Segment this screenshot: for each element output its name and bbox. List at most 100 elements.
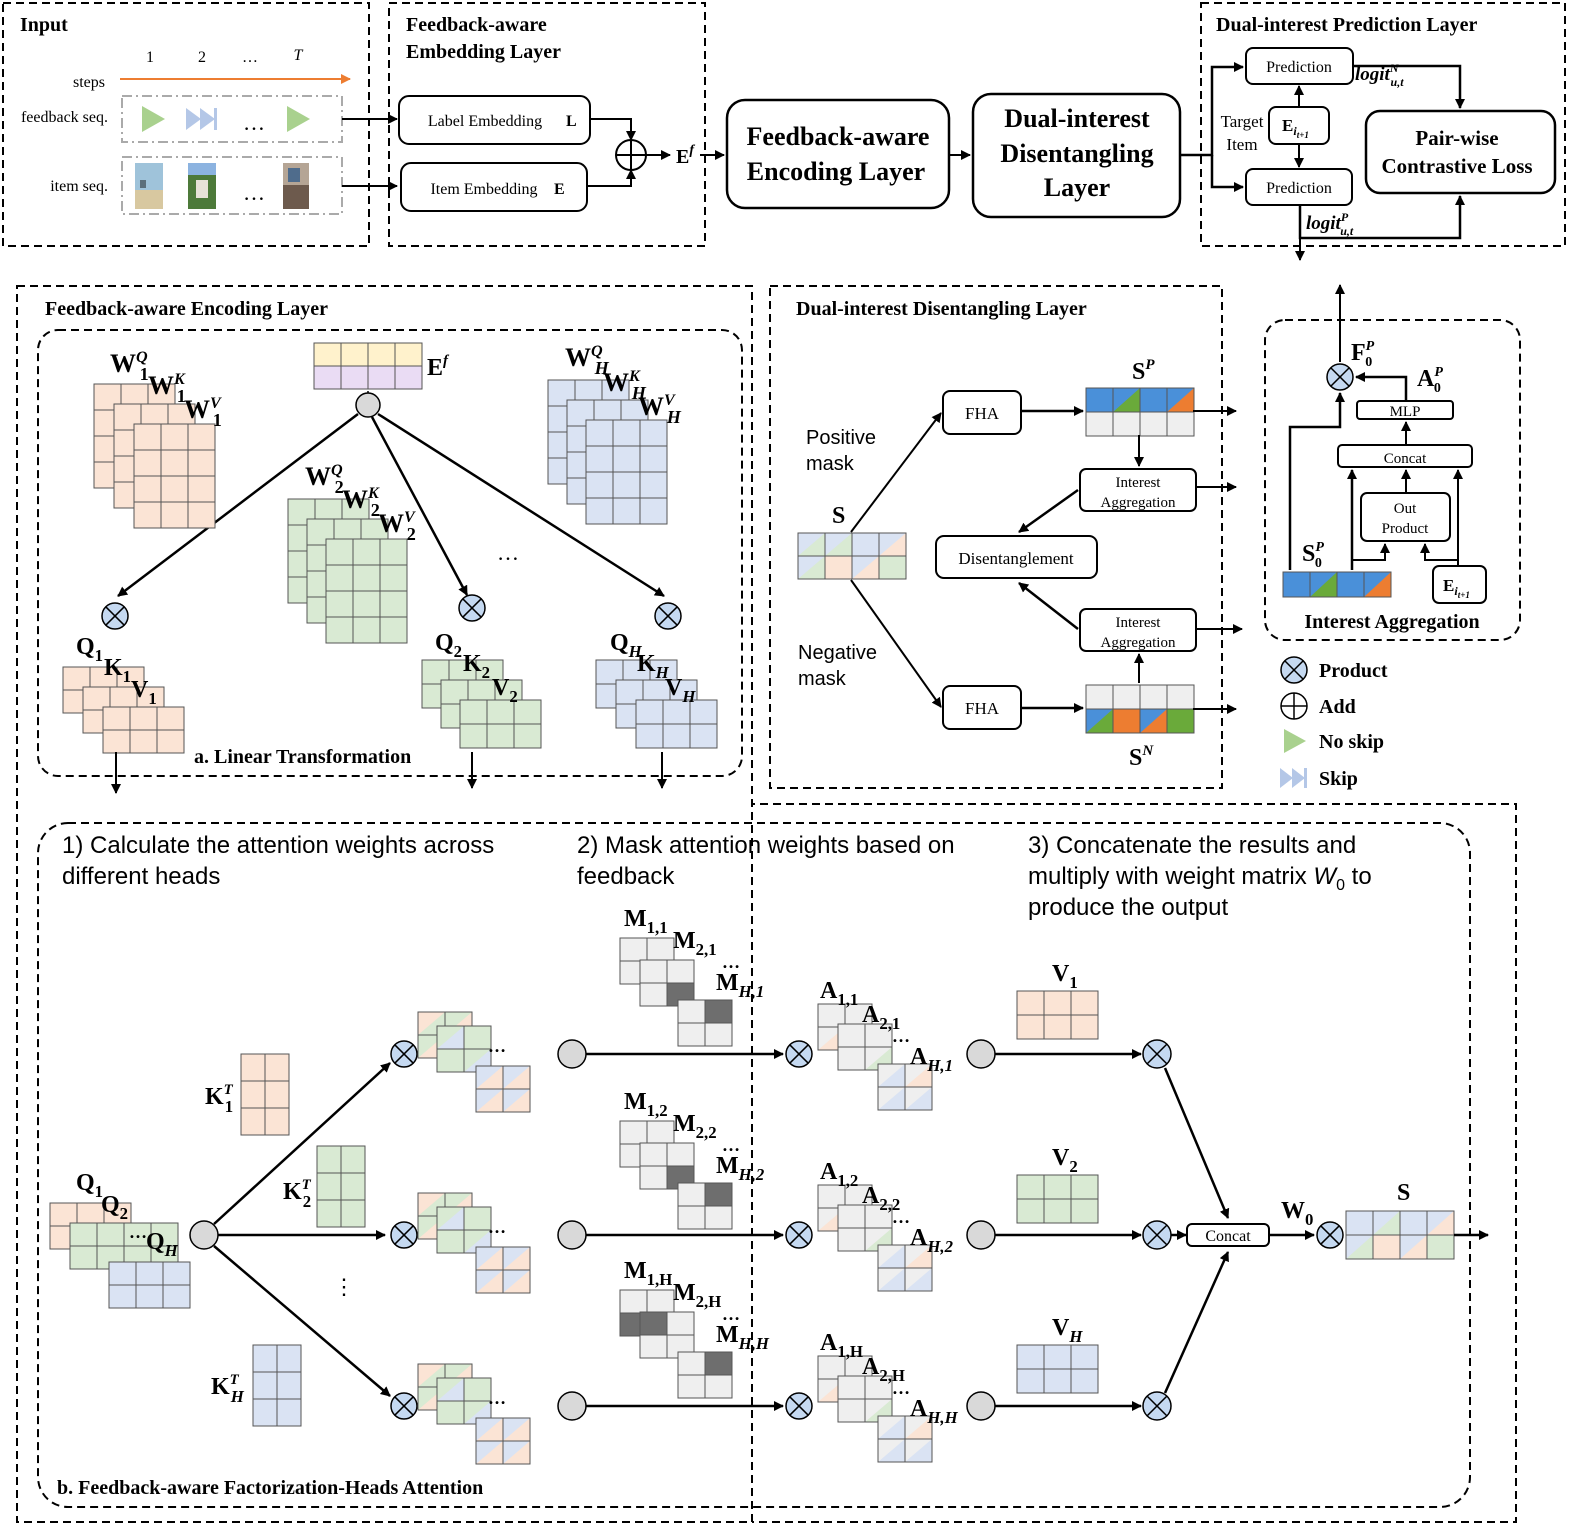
product-icon: [785, 1040, 813, 1068]
kt-matrix-2: [316, 1145, 366, 1228]
vh-label: VH: [665, 675, 696, 706]
score-matrix-head-2: [436, 1206, 492, 1254]
q2-label: Q2: [435, 630, 462, 661]
step2-text-line2: feedback: [577, 863, 675, 890]
sp-cells-active: [1085, 387, 1195, 413]
disentangling-layer-box: Dual-interest Disentangling Layer: [971, 92, 1182, 219]
svg-text:Eit+1: Eit+1: [1443, 576, 1470, 600]
svg-text:Concat: Concat: [1384, 451, 1427, 467]
split-node: [966, 1039, 996, 1069]
v-label: VH: [1052, 1315, 1083, 1346]
q2-label: Q2: [101, 1192, 128, 1223]
step3-text-line1: 3) Concatenate the results and: [1028, 832, 1356, 859]
q-matrix-head-h: [108, 1261, 191, 1309]
mask-matrix-h: [677, 999, 733, 1047]
split-node: [557, 1039, 587, 1069]
label-embedding-symbol: L: [566, 113, 577, 130]
mask-matrix-2: [639, 1142, 695, 1190]
step1-text-line1: 1) Calculate the attention weights acros…: [62, 832, 494, 859]
attn-label-1: A1,H: [820, 1330, 863, 1361]
step1-text-line2: different heads: [62, 863, 220, 890]
legend: Product Add No skip Skip: [1280, 656, 1388, 790]
contrastive-loss-box: [1364, 109, 1557, 195]
concat-box: [1337, 444, 1473, 468]
svg-text:Disentanglement: Disentanglement: [958, 549, 1073, 568]
sn-matrix: [1085, 684, 1195, 734]
kh-label: KH: [637, 651, 670, 682]
ef-label: Ef: [676, 143, 695, 168]
v-matrix: [1016, 990, 1099, 1040]
q-dots: …: [129, 1222, 147, 1242]
mask-matrix-2: [639, 959, 695, 1007]
product-icon: [101, 602, 129, 630]
v-label: V2: [1052, 1145, 1078, 1176]
feedback-dots: …: [243, 110, 265, 135]
kt-vdots: ⋮: [333, 1274, 355, 1299]
svg-text:Negative: Negative: [798, 642, 877, 664]
product-icon: [1142, 1220, 1172, 1250]
attn-label-2: A2,2: [862, 1183, 900, 1214]
product-icon: [1142, 1391, 1172, 1421]
sp-label: SP: [1132, 357, 1155, 385]
s0p-matrix: [1282, 571, 1392, 598]
svg-text:Prediction: Prediction: [1266, 180, 1332, 197]
product-icon: [785, 1392, 813, 1420]
skip-icon: [1280, 768, 1307, 788]
w0-label: W0: [1281, 1198, 1313, 1229]
split-node: [966, 1391, 996, 1421]
ef-row-item: [313, 365, 423, 390]
step2-text-line1: 2) Mask attention weights based on: [577, 832, 955, 859]
attn-matrix-h: [877, 1244, 933, 1292]
no-skip-icon: [142, 106, 165, 132]
item-thumbnail: [135, 163, 163, 209]
s-label: S: [832, 503, 845, 529]
svg-text:FHA: FHA: [965, 404, 1000, 423]
ef-matrix-label: Ef: [427, 353, 450, 381]
qkv-matrix-head-2: [459, 699, 542, 749]
concat-text: Concat: [1205, 1228, 1251, 1245]
split-node: [189, 1220, 219, 1250]
svg-text:MLP: MLP: [1390, 404, 1421, 420]
attn-label-1: A1,1: [820, 978, 858, 1009]
embedding-title-1: Feedback-aware: [406, 14, 547, 36]
score-matrix-head-h: [475, 1246, 531, 1294]
attn-matrix-2: [837, 1375, 893, 1423]
sp-matrix: [1085, 387, 1195, 437]
mask-label-2: M2,H: [673, 1280, 721, 1311]
split-node: [557, 1220, 587, 1250]
product-icon: [1326, 363, 1354, 391]
weight-matrix-head-1: [133, 423, 216, 529]
legend-product: Product: [1319, 660, 1388, 682]
ef-row-feedback: [313, 342, 423, 367]
disentangling-detail-panel: Dual-interest Disentangling Layer Positi…: [769, 285, 1243, 789]
s-matrix: [797, 532, 907, 580]
heads-dots: …: [497, 540, 519, 565]
q1-label: Q1: [76, 634, 103, 665]
mask-matrix-h: [677, 1351, 733, 1399]
mask-label-h: MH,H: [716, 1322, 770, 1353]
no-skip-icon: [1284, 729, 1306, 753]
svg-text:Product: Product: [1382, 521, 1429, 537]
v-matrix: [1016, 1344, 1099, 1394]
mask-label-2: M2,1: [673, 928, 717, 959]
interest-aggregation-box-positive: [1079, 468, 1197, 512]
product-icon: [1316, 1221, 1344, 1249]
mask-label-1: M1,1: [624, 906, 668, 937]
svg-text:Feedback-aware: Feedback-aware: [747, 122, 930, 151]
svg-text:Contrastive Loss: Contrastive Loss: [1381, 154, 1532, 178]
svg-text:Eit+1: Eit+1: [1282, 116, 1309, 140]
svg-text:mask: mask: [798, 668, 847, 690]
item-dots: …: [243, 180, 265, 205]
s-output-label: S: [1397, 1180, 1410, 1206]
encoding-detail-title: Feedback-aware Encoding Layer: [45, 298, 328, 320]
s-cells: [797, 532, 907, 580]
